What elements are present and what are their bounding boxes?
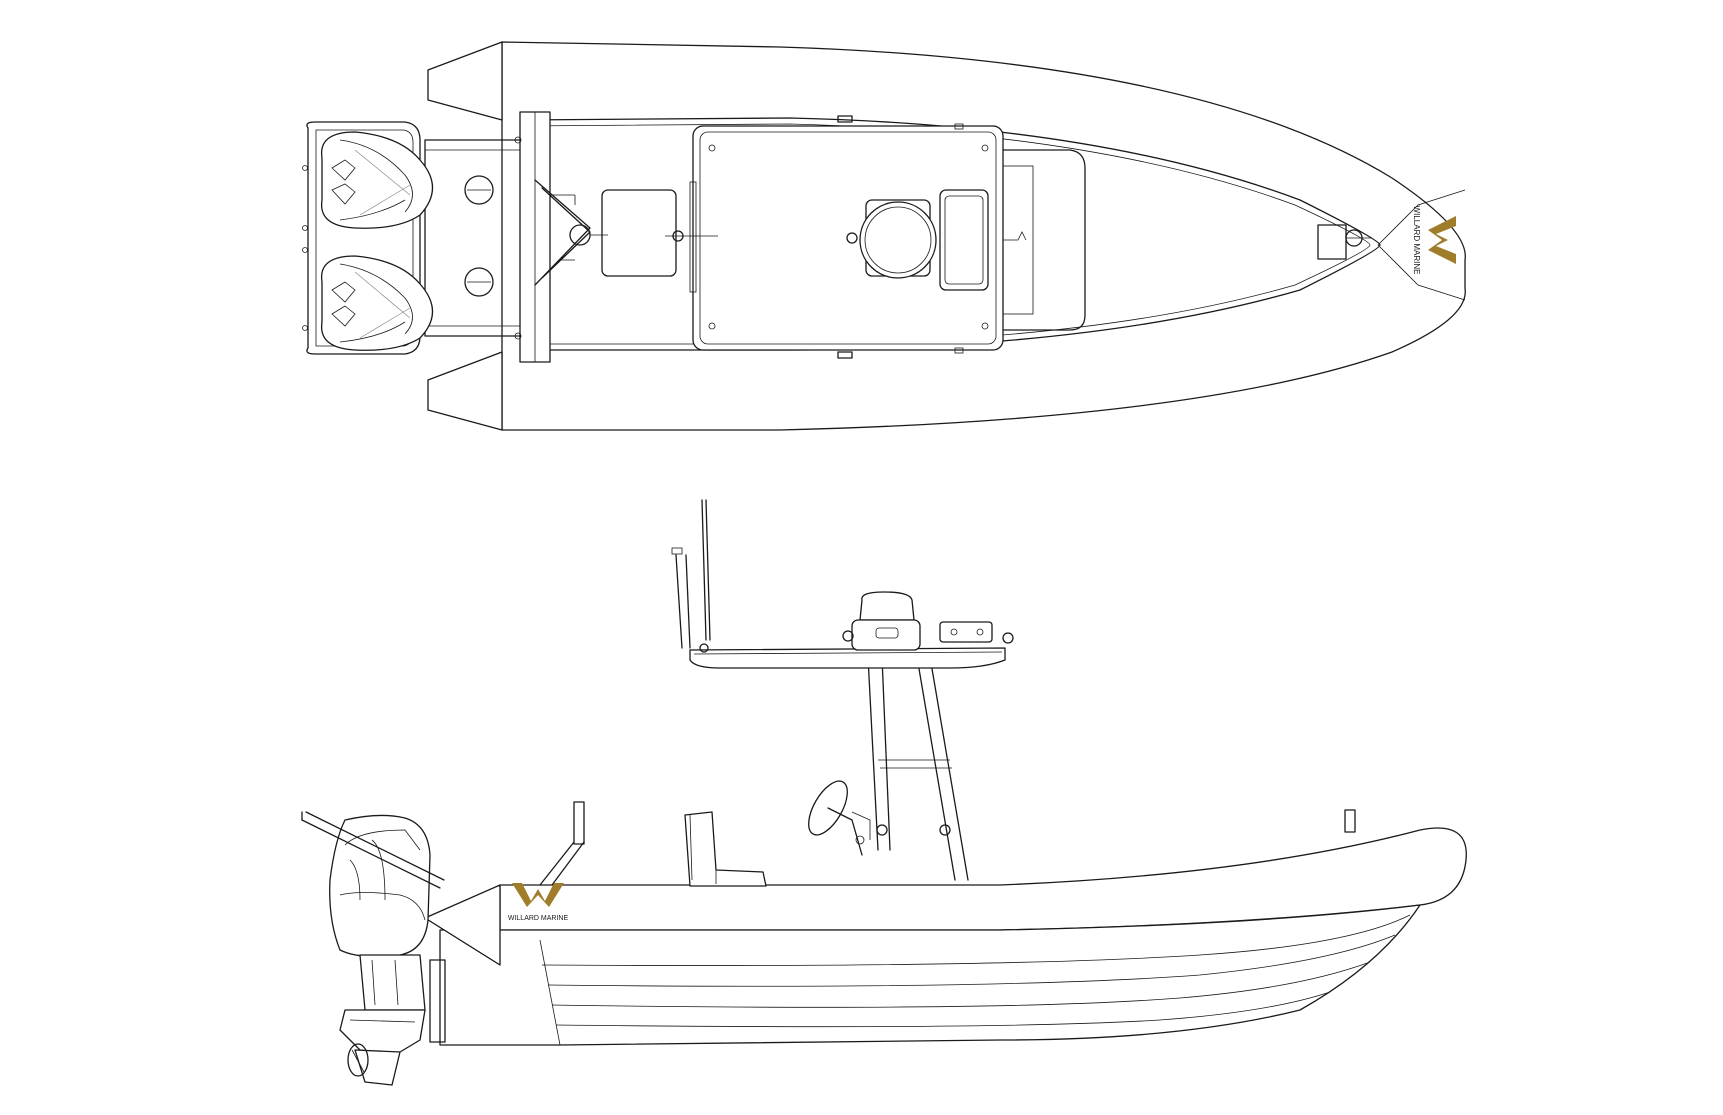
logo-profile-view: WILLARD MARINE xyxy=(508,883,569,922)
logo-top-view: WILLARD MARINE xyxy=(1412,206,1456,275)
hull-strake-4 xyxy=(555,991,1331,1028)
t-top-canopy-profile xyxy=(689,647,1006,669)
profile-view: WILLARD MARINE xyxy=(301,499,1467,1086)
top-view: WILLARD MARINE xyxy=(302,41,1466,431)
hull-strake-2 xyxy=(547,934,1396,987)
seat-profile xyxy=(684,811,767,887)
radar-dome-top xyxy=(859,199,937,279)
deck-hatch-port xyxy=(464,175,494,205)
profile-transom xyxy=(429,959,446,1043)
top-deck-outline xyxy=(519,117,1381,351)
tow-post-profile xyxy=(539,801,585,886)
antenna-base xyxy=(846,232,858,244)
outboard-top-port xyxy=(320,131,433,229)
bow-apex xyxy=(1377,189,1466,301)
radar-dome-profile xyxy=(859,591,915,621)
forward-console-top xyxy=(1002,149,1086,331)
whip-antenna xyxy=(675,554,691,649)
helm-seat-top xyxy=(939,189,989,291)
hull-strake-3 xyxy=(551,961,1371,1008)
hull-strake-1 xyxy=(541,914,1411,966)
profile-hull xyxy=(439,904,1421,1046)
outboard-profile xyxy=(329,814,431,1086)
cleat-starboard-mid xyxy=(837,351,853,359)
cleat-port-mid xyxy=(837,115,853,123)
bow-post xyxy=(1344,809,1356,833)
outboard-top-starboard xyxy=(320,255,433,351)
logo-emblem-profile xyxy=(512,883,564,907)
bow-fitting xyxy=(1317,224,1372,260)
logo-wordmark-top: WILLARD MARINE xyxy=(1412,206,1421,275)
tube-tail-port xyxy=(427,41,503,121)
aft-console-box xyxy=(601,189,677,277)
deck-hatch-starboard xyxy=(464,267,494,297)
stern-grab-rail xyxy=(301,811,445,889)
tube-tail-starboard xyxy=(427,351,503,431)
t-top-profile xyxy=(671,499,1014,881)
logo-emblem-top xyxy=(1428,216,1456,264)
helm-wheel-profile xyxy=(808,780,871,856)
logo-wordmark-profile: WILLARD MARINE xyxy=(508,915,569,922)
